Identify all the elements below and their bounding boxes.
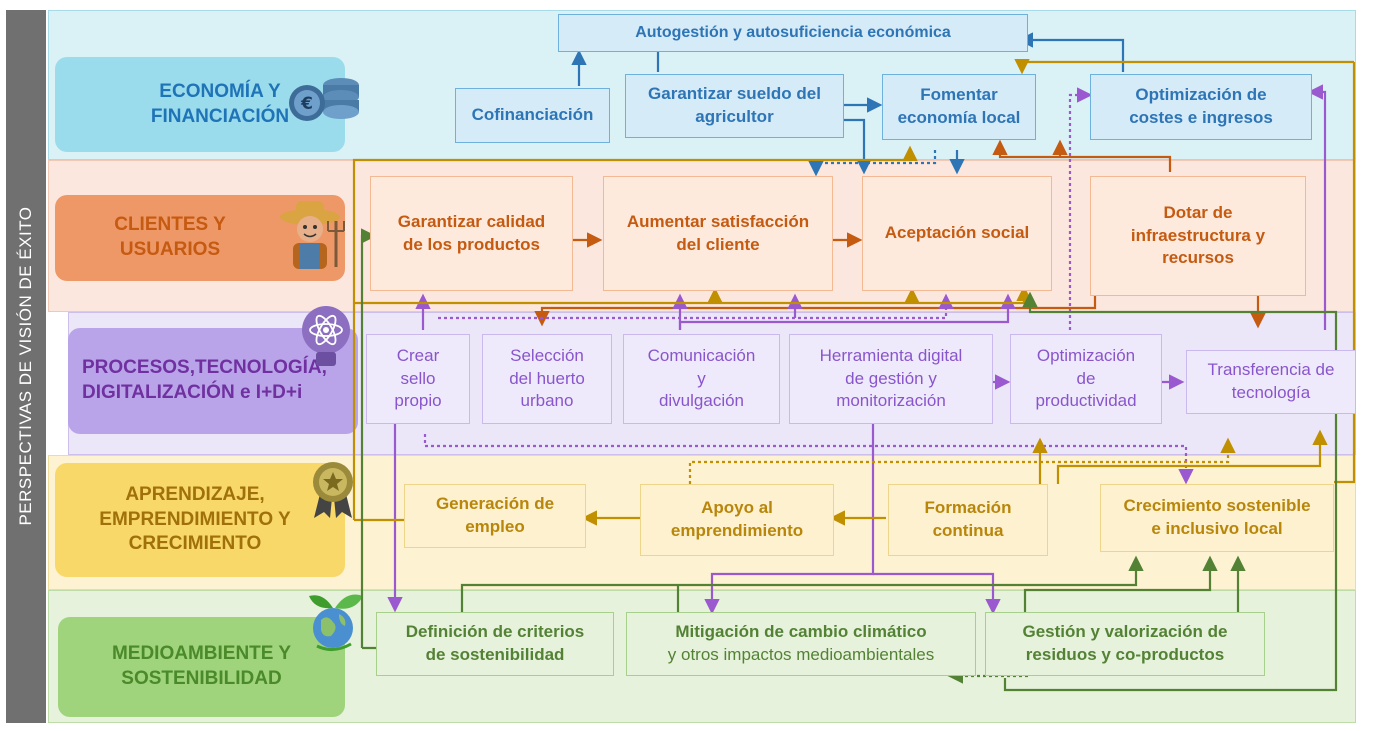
perspective-economia-label: ECONOMÍA Y FINANCIACIÓN (150, 80, 290, 127)
node-herramienta-digital-label: Herramienta digital de gestión y monitor… (819, 345, 963, 411)
coins-icon: € (289, 78, 359, 121)
perspective-aprendizaje-label: APRENDIZAJE, EMPRENDIMIENTO Y CRECIMIENT… (99, 483, 291, 555)
node-mitigacion-subtitle: y otros impactos medioambientales (667, 645, 935, 664)
node-mitigacion: Mitigación de cambio climático y otros i… (626, 612, 976, 676)
node-huerto-urbano-label: Selección del huerto urbano (509, 345, 585, 411)
node-infraestructura-label: Dotar de infraestructura y recursos (1130, 202, 1266, 268)
node-optimizacion-costes-label: Optimización de costes e ingresos (1129, 85, 1273, 127)
perspective-medioambiente: MEDIOAMBIENTE Y SOSTENIBILIDAD (58, 617, 345, 717)
node-productividad-label: Optimización de productividad (1035, 345, 1137, 411)
svg-text:€: € (300, 94, 313, 114)
node-transferencia-label: Transferencia de tecnología (1207, 360, 1335, 402)
node-criterios-sostenibilidad: Definición de criterios de sostenibilida… (376, 612, 614, 676)
node-huerto-urbano: Selección del huerto urbano (482, 334, 612, 424)
node-apoyo-emprendimiento: Apoyo al emprendimiento (640, 484, 834, 556)
node-herramienta-digital: Herramienta digital de gestión y monitor… (789, 334, 993, 424)
atom-bulb-icon (302, 306, 350, 366)
node-productividad: Optimización de productividad (1010, 334, 1162, 424)
globe-leaves-icon (309, 594, 363, 651)
perspective-clientes-label: CLIENTES Y USUARIOS (114, 214, 226, 260)
perspective-procesos-label: PROCESOS,TECNOLOGÍA, DIGITALIZACIÓN e I+… (82, 357, 327, 403)
node-cofinanciacion-label: Cofinanciación (471, 105, 594, 125)
node-optimizacion-costes: Optimización de costes e ingresos (1090, 74, 1312, 140)
node-calidad-productos: Garantizar calidad de los productos (370, 176, 573, 291)
node-aceptacion-social-label: Aceptación social (884, 223, 1030, 243)
node-formacion-continua-label: Formación continua (924, 498, 1012, 540)
perspective-aprendizaje: APRENDIZAJE, EMPRENDIMIENTO Y CRECIMIENT… (55, 463, 345, 577)
node-autogestion-label: Autogestión y autosuficiencia económica (635, 24, 951, 42)
node-crecimiento-sostenible: Crecimiento sostenible e inclusivo local (1100, 484, 1334, 552)
node-apoyo-emprendimiento-label: Apoyo al emprendimiento (670, 498, 804, 540)
node-sello-propio-label: Crear sello propio (394, 345, 442, 411)
node-comunicacion-label: Comunicación y divulgación (647, 345, 756, 411)
node-generacion-empleo-label: Generación de empleo (435, 494, 555, 536)
node-infraestructura: Dotar de infraestructura y recursos (1090, 176, 1306, 296)
sidebar: PERSPECTIVAS DE VISIÓN DE ÉXITO (6, 10, 46, 723)
node-mitigacion-title: Mitigación de cambio climático (675, 622, 927, 642)
node-autogestion: Autogestión y autosuficiencia económica (558, 14, 1028, 52)
node-calidad-productos-label: Garantizar calidad de los productos (397, 211, 546, 254)
node-sueldo-agricultor-label: Garantizar sueldo del agricultor (648, 84, 821, 126)
perspective-medioambiente-label: MEDIOAMBIENTE Y SOSTENIBILIDAD (111, 643, 292, 689)
node-cofinanciacion: Cofinanciación (455, 88, 610, 143)
node-satisfaccion-cliente: Aumentar satisfacción del cliente (603, 176, 833, 291)
node-economia-local: Fomentar economía local (882, 74, 1036, 140)
node-comunicacion: Comunicación y divulgación (623, 334, 780, 424)
node-criterios-sostenibilidad-label: Definición de criterios de sostenibilida… (405, 622, 585, 664)
node-gestion-residuos-label: Gestión y valorización de residuos y co-… (1022, 622, 1228, 664)
node-sello-propio: Crear sello propio (366, 334, 470, 424)
node-aceptacion-social: Aceptación social (862, 176, 1052, 291)
medal-icon (313, 462, 353, 518)
farmer-icon (280, 201, 345, 269)
node-formacion-continua: Formación continua (888, 484, 1048, 556)
node-gestion-residuos: Gestión y valorización de residuos y co-… (985, 612, 1265, 676)
node-generacion-empleo: Generación de empleo (404, 484, 586, 548)
node-sueldo-agricultor: Garantizar sueldo del agricultor (625, 74, 844, 138)
node-transferencia: Transferencia de tecnología (1186, 350, 1356, 414)
node-satisfaccion-cliente-label: Aumentar satisfacción del cliente (626, 211, 810, 254)
node-economia-local-label: Fomentar economía local (897, 85, 1021, 127)
node-crecimiento-sostenible-label: Crecimiento sostenible e inclusivo local (1123, 496, 1311, 538)
